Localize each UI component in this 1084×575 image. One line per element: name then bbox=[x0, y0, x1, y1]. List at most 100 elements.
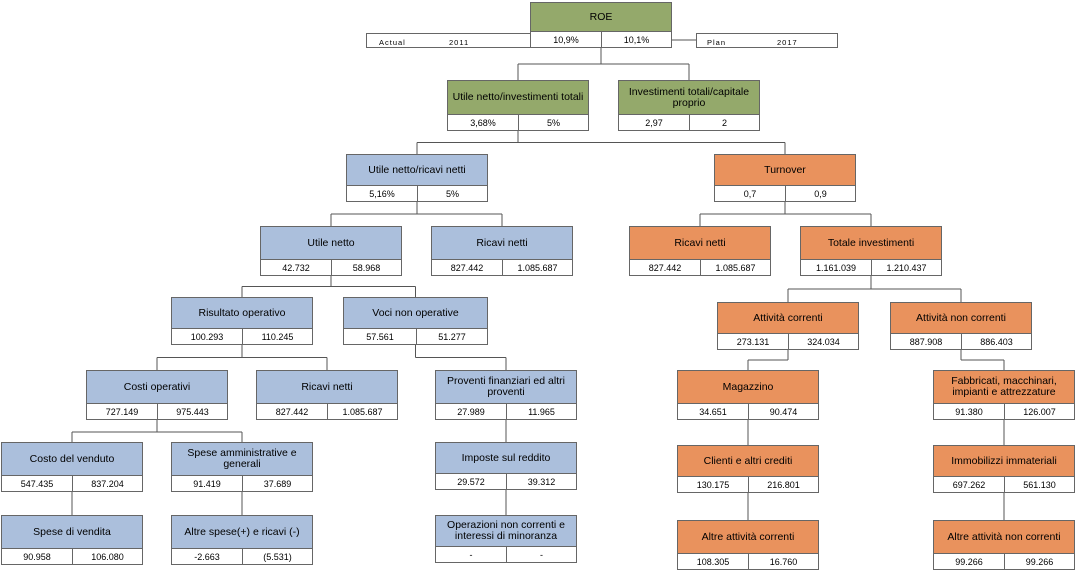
node-label: Risultato operativo bbox=[171, 297, 313, 329]
plan-value: 886.403 bbox=[961, 333, 1032, 350]
node-label: Altre attività correnti bbox=[677, 520, 819, 554]
actual-value: 727.149 bbox=[86, 403, 158, 420]
actual-value: 697.262 bbox=[933, 476, 1005, 493]
actual-value: 827.442 bbox=[256, 403, 328, 420]
actual-value: -2.663 bbox=[171, 548, 243, 565]
node-label: Altre attività non correnti bbox=[933, 520, 1075, 554]
plan-value: 324.034 bbox=[788, 333, 859, 350]
node-label: Turnover bbox=[714, 154, 856, 186]
node-label: Spese di vendita bbox=[1, 515, 143, 549]
plan-value: 90.474 bbox=[748, 403, 819, 420]
plan-value: 110.245 bbox=[242, 328, 313, 345]
plan-legend-box: Plan 2017 bbox=[696, 33, 838, 48]
node-label: Magazzino bbox=[677, 370, 819, 404]
plan-value: 37.689 bbox=[242, 475, 313, 492]
plan-legend-label: Plan bbox=[707, 38, 727, 47]
plan-value: 1.085.687 bbox=[502, 259, 573, 276]
node-label: Investimenti totali/capitale proprio bbox=[618, 80, 760, 115]
actual-value: 273.131 bbox=[717, 333, 789, 350]
actual-value: 887.908 bbox=[890, 333, 962, 350]
actual-value: 108.305 bbox=[677, 553, 749, 570]
actual-value: 2,97 bbox=[618, 114, 690, 131]
actual-value: 5,16% bbox=[346, 185, 418, 202]
plan-value: - bbox=[506, 546, 577, 563]
plan-value: 5% bbox=[417, 185, 488, 202]
actual-value: 29.572 bbox=[435, 473, 507, 490]
actual-value: 99.266 bbox=[933, 553, 1005, 570]
node-label: Attività non correnti bbox=[890, 302, 1032, 334]
actual-value: - bbox=[435, 546, 507, 563]
plan-value: 837.204 bbox=[72, 475, 143, 492]
node-label: Ricavi netti bbox=[629, 226, 771, 260]
actual-value: 10,9% bbox=[530, 31, 602, 48]
node-label: ROE bbox=[530, 2, 672, 32]
node-label: Voci non operative bbox=[343, 297, 488, 329]
plan-value: 561.130 bbox=[1004, 476, 1075, 493]
actual-legend-year: 2011 bbox=[449, 38, 470, 47]
node-label: Imposte sul reddito bbox=[435, 442, 577, 474]
plan-value: 51.277 bbox=[416, 328, 488, 345]
node-label: Totale investimenti bbox=[800, 226, 942, 260]
plan-value: 106.080 bbox=[72, 548, 143, 565]
node-operazioni: Operazioni non correnti e interessi di m… bbox=[435, 515, 577, 563]
actual-value: 34.651 bbox=[677, 403, 749, 420]
node-label: Utile netto/investimenti totali bbox=[447, 80, 589, 115]
node-label: Immobilizzi immateriali bbox=[933, 445, 1075, 477]
actual-value: 90.958 bbox=[1, 548, 73, 565]
node-label: Costo del venduto bbox=[1, 442, 143, 476]
actual-value: 42.732 bbox=[260, 259, 332, 276]
node-label: Spese amministrative e generali bbox=[171, 442, 313, 476]
plan-value: (5.531) bbox=[242, 548, 313, 565]
node-label: Utile netto bbox=[260, 226, 402, 260]
actual-value: 1.161.039 bbox=[800, 259, 872, 276]
actual-value: 827.442 bbox=[629, 259, 701, 276]
plan-value: 0,9 bbox=[785, 185, 856, 202]
node-label: Attività correnti bbox=[717, 302, 859, 334]
actual-legend-box: Actual 2011 bbox=[366, 33, 532, 48]
plan-value: 1.085.687 bbox=[700, 259, 771, 276]
node-label: Clienti e altri crediti bbox=[677, 445, 819, 477]
actual-value: 100.293 bbox=[171, 328, 243, 345]
node-label: Costi operativi bbox=[86, 370, 228, 404]
actual-value: 57.561 bbox=[343, 328, 417, 345]
plan-value: 99.266 bbox=[1004, 553, 1075, 570]
plan-value: 16.760 bbox=[748, 553, 819, 570]
actual-value: 130.175 bbox=[677, 476, 749, 493]
plan-legend-year: 2017 bbox=[777, 38, 798, 47]
plan-value: 1.085.687 bbox=[327, 403, 398, 420]
actual-value: 91.380 bbox=[933, 403, 1005, 420]
actual-value: 0,7 bbox=[714, 185, 786, 202]
actual-value: 3,68% bbox=[447, 114, 519, 131]
node-label: Utile netto/ricavi netti bbox=[346, 154, 488, 186]
node-label: Proventi finanziari ed altri proventi bbox=[435, 370, 577, 404]
plan-value: 11.965 bbox=[506, 403, 577, 420]
plan-value: 2 bbox=[689, 114, 760, 131]
plan-value: 975.443 bbox=[157, 403, 228, 420]
node-label: Ricavi netti bbox=[431, 226, 573, 260]
plan-value: 126.007 bbox=[1004, 403, 1075, 420]
plan-value: 10,1% bbox=[601, 31, 672, 48]
actual-value: 827.442 bbox=[431, 259, 503, 276]
node-label: Fabbricati, macchinari, impianti e attre… bbox=[933, 370, 1075, 404]
plan-value: 5% bbox=[518, 114, 589, 131]
